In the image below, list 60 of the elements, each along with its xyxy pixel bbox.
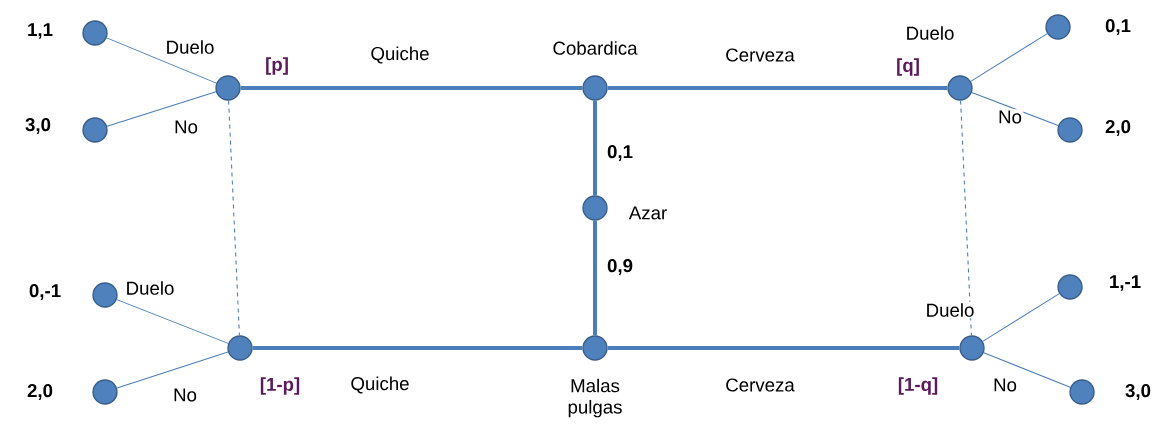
payoff-label: 3,0 [25,118,51,134]
node-label: Azar [628,206,667,220]
belief-label: [1-p] [260,377,300,395]
belief-label: [p] [266,57,288,75]
tree-node [215,75,241,101]
tree-branch [983,352,1071,388]
edge-label: No [172,119,200,135]
tree-node [947,75,973,101]
tree-node [1045,14,1071,40]
edge-label: Quiche [349,375,411,395]
edge-label: Cerveza [723,47,797,63]
edge-label: No [996,109,1024,125]
tree-branch [593,100,597,196]
tree-branch [607,86,948,90]
payoff-label: 2,0 [27,384,53,400]
tree-node [92,379,118,405]
tree-node [582,195,608,221]
edge-label: 0,1 [605,143,635,163]
belief-label: [1-q] [898,377,938,395]
tree-node [1057,117,1083,143]
edge-label: Quiche [369,45,431,65]
tree-branch [607,346,960,350]
payoff-label: 2,0 [1105,120,1131,136]
tree-branch [252,346,583,350]
payoff-label: 0,-1 [29,284,61,300]
tree-branch [106,37,217,84]
tree-node [82,117,108,143]
info-set-line [960,100,972,336]
tree-node [1069,379,1095,405]
edge-label: No [991,377,1019,393]
tree-node [582,335,608,361]
tree-node [582,75,608,101]
edge-label: Duelo [164,38,216,56]
payoff-label: 3,0 [1125,384,1151,400]
edge-label: Duelo [124,279,176,297]
tree-branch [116,299,229,344]
edge-label: Cerveza [723,377,797,393]
payoff-label: 0,1 [1105,19,1131,35]
tree-branch [970,33,1048,82]
tree-node [1057,274,1083,300]
node-label: Malas pulgas [568,378,622,418]
edge-label: Duelo [904,24,956,42]
tree-node [82,20,108,46]
node-label: Cobardica [553,41,638,55]
tree-node [92,282,118,308]
info-set-line [228,100,240,336]
edge-label: Duelo [924,301,976,319]
payoff-label: 1,1 [28,23,53,39]
payoff-label: 1,-1 [1110,275,1141,291]
edge-label: No [171,387,199,403]
tree-branch [240,86,583,90]
tree-branch [982,293,1060,342]
edge-label: 0,9 [605,257,635,277]
tree-branch [106,91,217,127]
tree-branch [971,92,1059,126]
tree-node [227,335,253,361]
belief-label: [q] [897,58,919,76]
tree-node [959,335,985,361]
tree-branch [593,220,597,336]
tree-branch [116,351,229,389]
